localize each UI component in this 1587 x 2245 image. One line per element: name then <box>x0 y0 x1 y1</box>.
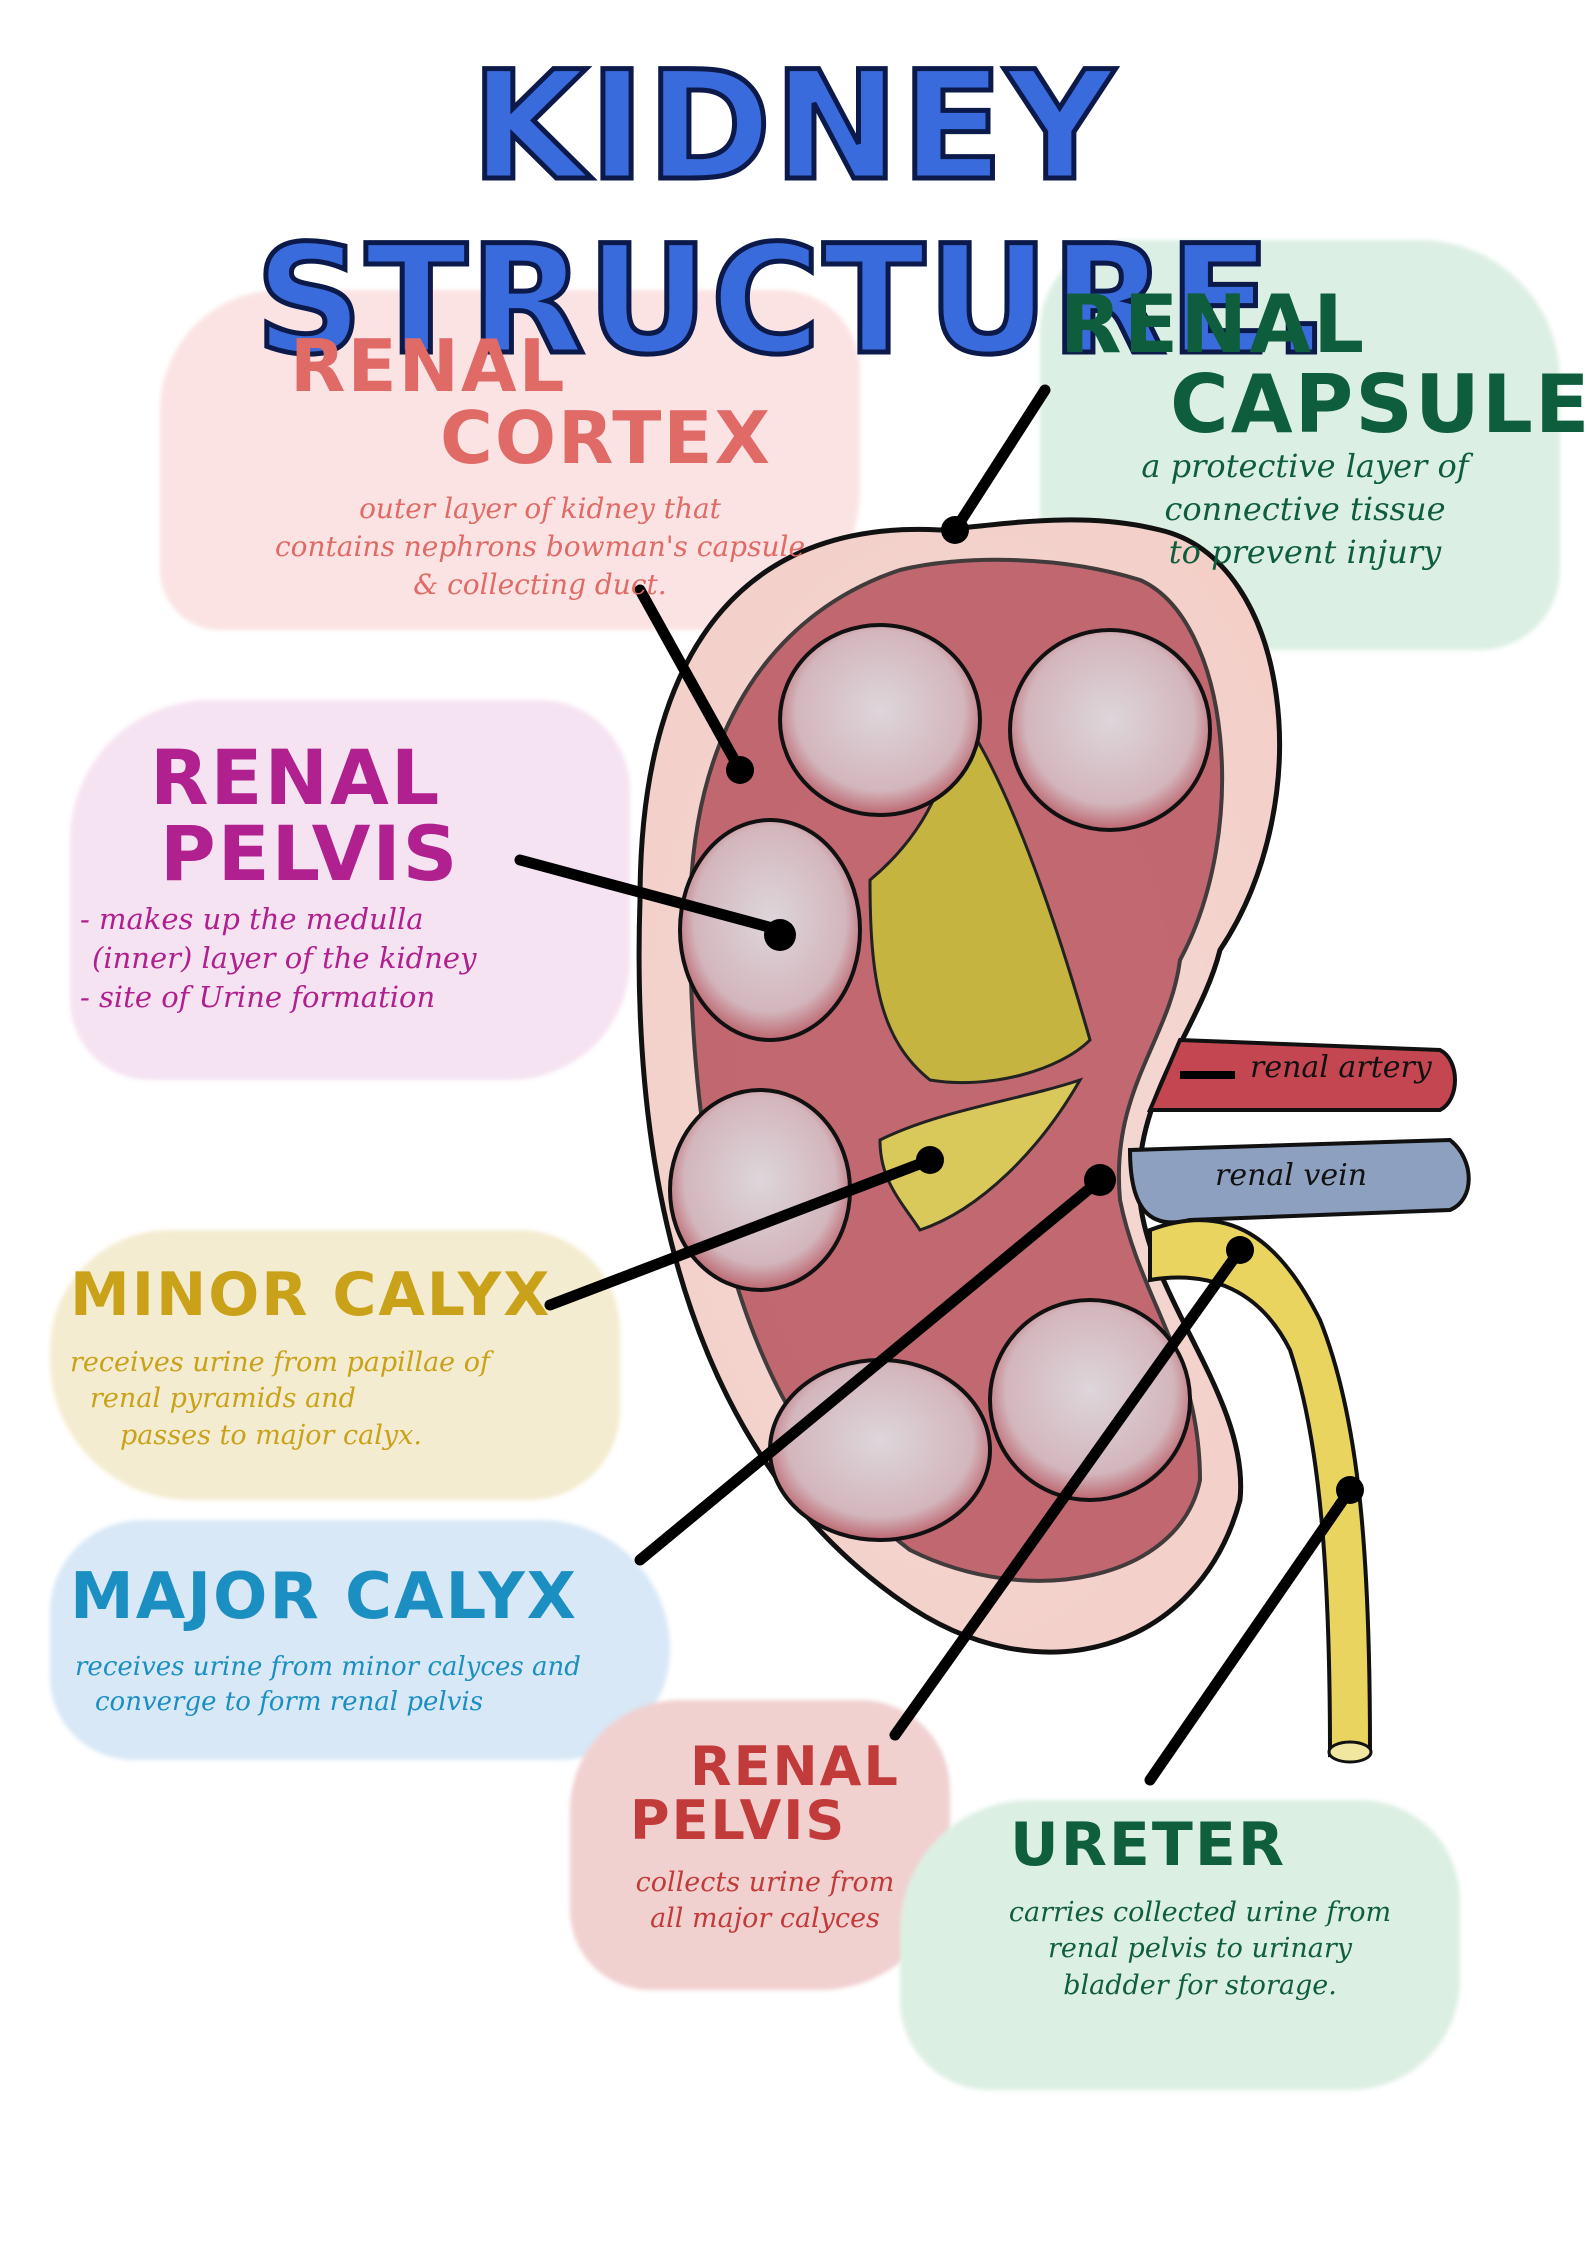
pointer-dot-ureter <box>1336 1476 1364 1504</box>
major-calyx-highlight <box>50 1520 670 1760</box>
major-calyx-title: MAJOR CALYX <box>70 1560 578 1634</box>
renal-capsule-line1: RENAL <box>1060 278 1367 371</box>
renal-pelvis-top-desc-1: - makes up the medulla <box>80 902 424 936</box>
pointer-dot-capsule <box>941 516 969 544</box>
renal-cortex-desc-3: & collecting duct. <box>413 567 667 601</box>
major-calyx-desc-2: converge to form renal pelvis <box>95 1687 484 1718</box>
pointer-dot-pelvis-bottom <box>1226 1236 1254 1264</box>
renal-pelvis-bottom-desc-1: collects urine from <box>635 1867 895 1898</box>
pointer-cortex <box>634 584 746 776</box>
renal-pelvis-bottom-title: RENAL PELVIS <box>630 1740 900 1848</box>
ureter-title: URETER <box>1010 1810 1287 1880</box>
pelvis-top-highlight <box>70 700 630 1080</box>
renal-pelvis-bottom-line1: RENAL <box>690 1735 900 1798</box>
renal-pelvis-top-line1: RENAL <box>150 733 442 822</box>
renal-pelvis-bottom-desc: collects urine from all major calyces <box>600 1865 930 1938</box>
pointer-ureter <box>1144 1484 1356 1786</box>
renal-pelvis-top-desc-3: - site of Urine formation <box>80 980 436 1015</box>
renal-capsule-desc: a protective layer of connective tissue … <box>1070 445 1540 575</box>
renal-capsule-title: RENAL CAPSULE <box>1060 285 1587 445</box>
minor-calyx-desc-1: receives urine from papillae of <box>70 1347 490 1378</box>
major-calyx-desc: receives urine from minor calyces and co… <box>75 1650 655 1720</box>
ureter-end <box>1327 1740 1373 1764</box>
pointer-major-calyx <box>634 1174 1106 1566</box>
renal-pelvis-top-line2: PELVIS <box>160 809 460 898</box>
renal-cortex-line1: RENAL <box>290 324 567 408</box>
renal-capsule-desc-1: a protective layer of <box>1141 447 1469 485</box>
minor-calyx-title: MINOR CALYX <box>70 1260 552 1330</box>
renal-artery <box>1146 1037 1457 1112</box>
ureter-desc-2: renal pelvis to urinary <box>1047 1933 1353 1965</box>
renal-capsule-desc-2: connective tissue <box>1164 490 1446 529</box>
pyramid-5 <box>768 1358 992 1542</box>
pointer-dot-minor-calyx <box>916 1146 944 1174</box>
ureter-highlight <box>900 1800 1460 2090</box>
renal-cortex-desc-1: outer layer of kidney that <box>359 492 721 525</box>
ureter-desc-3: bladder for storage. <box>1063 1969 1337 2001</box>
pelvis-branch <box>878 1077 1084 1232</box>
renal-cortex-desc: outer layer of kidney that contains neph… <box>200 490 880 603</box>
renal-pelvis-top-desc-2: (inner) layer of the kidney <box>92 941 477 976</box>
cortex-highlight <box>160 290 860 630</box>
renal-cortex-desc-2: contains nephrons bowman's capsule <box>274 529 806 563</box>
pointer-capsule <box>949 384 1051 536</box>
minor-calyx-highlight <box>50 1230 620 1500</box>
minor-calyx-desc-2: renal pyramids and <box>90 1383 356 1415</box>
renal-artery-label: renal artery <box>1250 1050 1432 1085</box>
pointer-minor-calyx <box>544 1154 936 1311</box>
pointer-pelvis-bottom <box>889 1244 1246 1741</box>
pointer-dot-cortex <box>726 756 754 784</box>
pointer-pelvis-top <box>514 854 786 936</box>
renal-pelvis-top-desc: - makes up the medulla (inner) layer of … <box>80 900 600 1017</box>
pyramid-1 <box>778 623 982 817</box>
renal-capsule-desc-3: to prevent injury <box>1168 533 1442 572</box>
major-calyx-desc-1: receives urine from minor calyces and <box>75 1652 581 1682</box>
minor-calyx-desc-3: passes to major calyx. <box>120 1419 422 1451</box>
pyramid-4 <box>668 1088 852 1292</box>
minor-calyx-desc: receives urine from papillae of renal py… <box>70 1345 590 1454</box>
page-title: KIDNEY STRUCTURE. <box>253 38 1333 391</box>
renal-capsule-line2: CAPSULE <box>1170 358 1587 451</box>
pointer-dot-pelvis-top <box>764 919 796 951</box>
renal-pelvis-bottom-line2: PELVIS <box>630 1789 847 1852</box>
pyramid-6 <box>988 1298 1192 1502</box>
pelvis-bottom-highlight <box>570 1700 950 1990</box>
renal-cortex-line2: CORTEX <box>440 396 773 480</box>
pointer-dot-major-calyx <box>1084 1164 1116 1196</box>
renal-cortex-title: RENAL CORTEX <box>290 330 772 474</box>
pyramid-2 <box>1008 628 1212 832</box>
ureter-desc-1: carries collected urine from <box>1008 1897 1392 1928</box>
renal-pelvis-bottom-desc-2: all major calyces <box>650 1903 880 1935</box>
ureter-desc: carries collected urine from renal pelvi… <box>935 1895 1465 2004</box>
renal-pelvis-top-title: RENAL PELVIS <box>150 740 459 892</box>
renal-vein-label: renal vein <box>1215 1158 1368 1193</box>
